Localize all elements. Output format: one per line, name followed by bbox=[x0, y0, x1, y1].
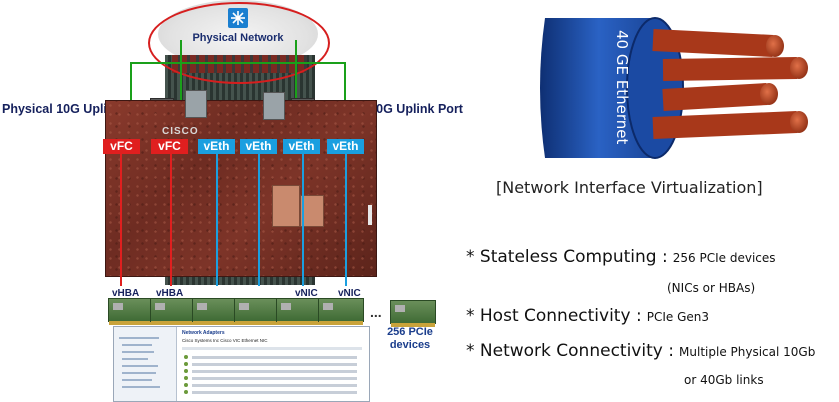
port-veth: vEth bbox=[327, 139, 364, 154]
screenshot-row bbox=[192, 391, 357, 394]
nic-card bbox=[150, 298, 196, 325]
screenshot-row bbox=[192, 356, 357, 359]
screenshot-nav-item bbox=[122, 344, 152, 346]
screenshot-nav-item bbox=[122, 358, 148, 360]
screenshot-row bbox=[192, 384, 357, 387]
screenshot-header-row bbox=[182, 347, 362, 350]
screenshot-title: Network Adapters bbox=[182, 330, 225, 336]
vnic-label: vNIC bbox=[295, 288, 318, 299]
memory-module bbox=[185, 90, 207, 118]
uplink-line bbox=[130, 62, 132, 100]
status-dot-icon bbox=[184, 390, 188, 394]
status-dot-icon bbox=[184, 355, 188, 359]
bullet-value: PCIe Gen3 bbox=[646, 310, 710, 324]
uplink-line bbox=[180, 40, 182, 100]
screenshot-row bbox=[192, 377, 357, 380]
screenshot-row bbox=[192, 370, 357, 373]
bullet-continuation: (NICs or HBAs) bbox=[667, 281, 756, 295]
caption-network-interface-virtualization: [Network Interface Virtualization] bbox=[496, 178, 763, 197]
bullet-value: 256 PCIe devices bbox=[672, 251, 776, 265]
more-devices-ellipsis: ... bbox=[370, 304, 382, 320]
wire bbox=[662, 57, 808, 81]
screenshot-nav-item bbox=[122, 365, 158, 367]
veth-link bbox=[258, 154, 260, 286]
wire bbox=[662, 83, 778, 111]
vic-adapter-board bbox=[105, 100, 377, 277]
bullet-key: * Network Connectivity : bbox=[466, 341, 674, 361]
wire bbox=[652, 111, 808, 139]
bullet-continuation: or 40Gb links bbox=[684, 373, 764, 387]
wire bbox=[652, 29, 784, 57]
port-veth: vEth bbox=[283, 139, 320, 154]
nic-card bbox=[192, 298, 238, 325]
cable-label: 40 GE Ethernet bbox=[613, 30, 631, 144]
port-vfc: vFC bbox=[151, 139, 188, 154]
veth-link bbox=[345, 154, 347, 286]
vfc-link bbox=[170, 154, 172, 286]
bullet-key: * Stateless Computing : bbox=[466, 247, 668, 267]
status-dot-icon bbox=[184, 376, 188, 380]
ethernet-cable-illustration: 40 GE Ethernet bbox=[535, 8, 815, 168]
nic-card bbox=[234, 298, 280, 325]
uplink-line bbox=[295, 40, 297, 100]
screenshot-nav-item bbox=[122, 386, 160, 388]
screenshot-subtitle: Cisco Systems Inc Cisco VIC Ethernet NIC bbox=[182, 338, 268, 343]
screenshot-nav-item bbox=[122, 372, 156, 374]
physical-network-highlight bbox=[148, 2, 330, 84]
cable-svg: 40 GE Ethernet bbox=[540, 17, 808, 159]
pcie-count-label: 256 PCIe devices bbox=[387, 326, 433, 351]
screenshot-row bbox=[192, 363, 357, 366]
nic-card bbox=[390, 300, 436, 327]
bullet-stateless-computing: * Stateless Computing : 256 PCIe devices bbox=[466, 247, 776, 267]
screenshot-nav-item bbox=[122, 351, 154, 353]
vnic-label: vNIC bbox=[338, 288, 361, 299]
board-slot bbox=[300, 195, 324, 227]
vhba-label: vHBA bbox=[112, 288, 140, 299]
port-veth: vEth bbox=[240, 139, 277, 154]
board-connector bbox=[368, 205, 372, 225]
veth-link bbox=[302, 154, 304, 286]
uplink-line bbox=[130, 62, 345, 64]
port-veth: vEth bbox=[198, 139, 235, 154]
port-vfc: vFC bbox=[103, 139, 140, 154]
vhba-label: vHBA bbox=[156, 288, 184, 299]
nic-card bbox=[318, 298, 364, 325]
status-dot-icon bbox=[184, 369, 188, 373]
nic-card bbox=[108, 298, 154, 325]
adapter-list-screenshot: Network Adapters Cisco Systems Inc Cisco… bbox=[113, 326, 370, 402]
memory-module bbox=[263, 92, 285, 120]
bullet-network-connectivity: * Network Connectivity : Multiple Physic… bbox=[466, 341, 815, 361]
status-dot-icon bbox=[184, 362, 188, 366]
status-dot-icon bbox=[184, 383, 188, 387]
screenshot-nav-item bbox=[119, 337, 159, 339]
uplink-line bbox=[344, 62, 346, 100]
board-slot bbox=[272, 185, 300, 227]
screenshot-nav-item bbox=[122, 379, 152, 381]
bullet-value: Multiple Physical 10Gb bbox=[679, 345, 816, 359]
vfc-link bbox=[120, 154, 122, 286]
bullet-host-connectivity: * Host Connectivity : PCIe Gen3 bbox=[466, 306, 709, 326]
bullet-key: * Host Connectivity : bbox=[466, 306, 642, 326]
screenshot-sidebar bbox=[114, 327, 177, 401]
veth-link bbox=[216, 154, 218, 286]
nic-card bbox=[276, 298, 322, 325]
board-brand: CISCO bbox=[162, 126, 199, 137]
